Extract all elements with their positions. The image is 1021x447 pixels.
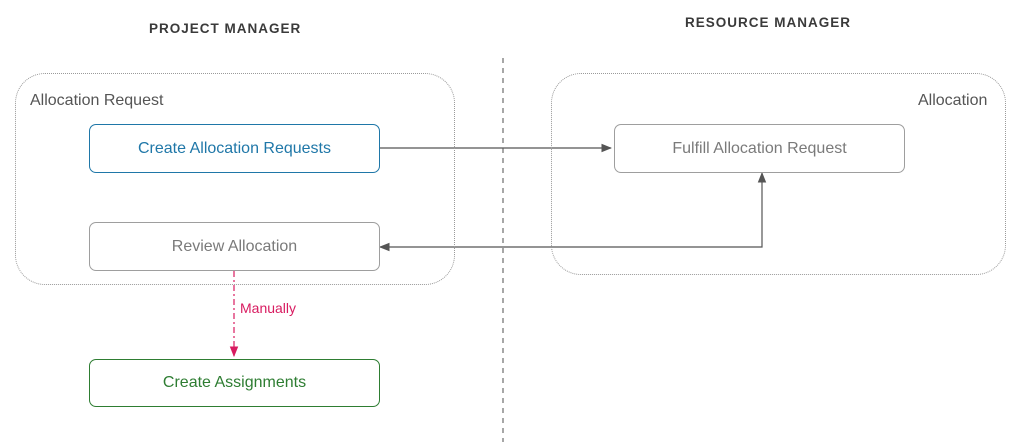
lane-title-project-manager: PROJECT MANAGER	[149, 21, 302, 36]
node-create-allocation-requests[interactable]: Create Allocation Requests	[89, 124, 380, 173]
edge-fulfill-review	[378, 171, 767, 252]
lane-title-resource-manager: RESOURCE MANAGER	[685, 15, 852, 30]
node-fulfill-allocation-request[interactable]: Fulfill Allocation Request	[614, 124, 905, 173]
node-review-allocation[interactable]: Review Allocation	[89, 222, 380, 271]
node-create-assignments[interactable]: Create Assignments	[89, 359, 380, 407]
group-allocation	[551, 73, 1006, 275]
group-label-allocation: Allocation	[918, 92, 988, 109]
edge-label-manually: Manually	[240, 300, 297, 316]
group-label-allocation-request: Allocation Request	[30, 92, 164, 109]
group-allocation-request	[15, 73, 455, 285]
